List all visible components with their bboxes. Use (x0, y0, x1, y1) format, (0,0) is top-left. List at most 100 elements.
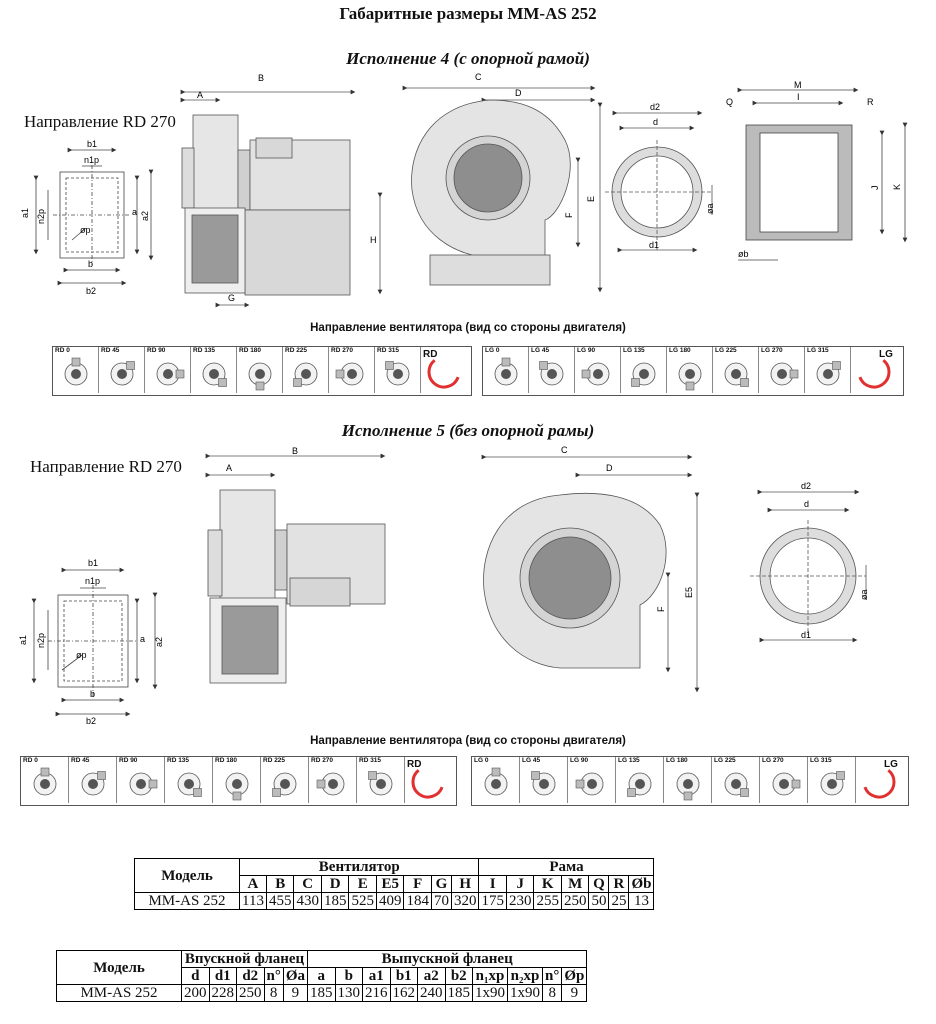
dim-G-v4: G (228, 293, 235, 303)
dim-b2-v4: b2 (86, 286, 96, 296)
direction-label: LG 315 (810, 757, 832, 764)
dim-n1p-v4: n1p (84, 155, 99, 165)
fan-direction-icon (248, 362, 272, 391)
value-cell: 1x90 (472, 984, 509, 1002)
dim-d1-v4: d1 (649, 240, 659, 250)
direction-label: LG 90 (570, 757, 589, 764)
fan-direction-icon (316, 772, 345, 796)
fan-direction-icon (539, 361, 564, 386)
dim-n1p-v5: n1p (85, 576, 100, 586)
column-header: K (533, 875, 562, 893)
direction-label: LG 0 (474, 757, 489, 764)
rd-direction-cell: RD 315 (375, 347, 421, 393)
fan-direction-icon (494, 357, 518, 386)
value-cell: 162 (389, 984, 419, 1002)
direction-label: RD 180 (239, 347, 262, 354)
value-cell: 200 (181, 984, 210, 1002)
dim-H-v4: H (370, 235, 377, 245)
inlet-flange-drawing-v5 (750, 489, 867, 643)
dim-K-v4: K (892, 184, 902, 190)
frame-drawing-v4 (737, 87, 908, 261)
dim-D-v5: D (606, 463, 613, 473)
column-header: n₂xp (507, 967, 544, 985)
fan-direction-icon (676, 772, 700, 801)
side-view-drawing-v5 (205, 453, 386, 684)
fan-direction-icon (110, 361, 135, 386)
dim-a1-v4: a1 (20, 208, 30, 218)
dim-b2-v5: b2 (86, 716, 96, 726)
lg-direction-cell: LG 270 (760, 757, 808, 803)
fan-direction-icon (531, 771, 556, 796)
direction-label: RD 0 (55, 347, 70, 354)
direction-label: LG 180 (666, 757, 688, 764)
column-header: a (307, 967, 336, 985)
value-cell: 320 (450, 892, 480, 910)
lg-rotation-symbol: LG (856, 757, 902, 803)
direction-label: LG 45 (522, 757, 541, 764)
dim-E5-v5: E5 (684, 587, 694, 598)
dim-n2p-v4: n2p (36, 209, 46, 224)
value-cell: 230 (505, 892, 535, 910)
value-cell: 175 (478, 892, 507, 910)
outlet-flange-drawing-v4 (33, 147, 154, 286)
direction-label: RD 90 (147, 347, 166, 354)
value-cell: 184 (403, 892, 432, 910)
column-header: b1 (389, 967, 419, 985)
direction-label: LG 270 (762, 757, 784, 764)
rd-symbol-text: RD (423, 349, 438, 360)
rd-direction-cell: RD 0 (21, 757, 69, 803)
direction-label: RD 270 (311, 757, 334, 764)
fan-direction-icon (484, 767, 508, 796)
fan-direction-icon (64, 357, 88, 386)
dim-B-v4: B (258, 73, 264, 83)
direction-label: RD 90 (119, 757, 138, 764)
fan-direction-icon (202, 362, 227, 387)
fan-direction-icon (627, 772, 652, 797)
value-cell: 216 (362, 984, 391, 1002)
fan-direction-icon (385, 361, 410, 386)
value-cell: 130 (334, 984, 364, 1002)
inlet-flange-drawing-v4 (605, 110, 713, 253)
value-cell: 525 (348, 892, 377, 910)
table2-outlet-group-header: Выпускной фланец (307, 950, 588, 968)
dim-d1-v5: d1 (801, 630, 811, 640)
value-cell: 8 (263, 984, 284, 1002)
rotation-arrow-icon (427, 359, 460, 389)
lg-direction-cell: LG 225 (713, 347, 759, 393)
direction-label: LG 45 (531, 347, 550, 354)
rd-symbol-text: RD (407, 759, 422, 770)
version5-strip-heading: Направление вентилятора (вид со стороны … (310, 735, 626, 747)
rd-rotation-symbol: RD (405, 757, 451, 803)
version4-strip-heading: Направление вентилятора (вид со стороны … (310, 322, 626, 334)
fan-direction-icon (177, 772, 202, 797)
column-header: Øa (282, 967, 309, 985)
fan-direction-icon (81, 771, 106, 796)
column-header: Øp (561, 967, 588, 985)
version5-subtitle: Исполнение 5 (без опорной рамы) (341, 421, 595, 440)
fan-direction-icon (225, 772, 249, 801)
lg-direction-cell: LG 135 (621, 347, 667, 393)
dim-n2p-v5: n2p (36, 633, 46, 648)
fan-direction-icon (293, 362, 318, 387)
column-header: n° (542, 967, 563, 985)
rd-direction-cell: RD 90 (145, 347, 191, 393)
fan-direction-icon (581, 362, 610, 386)
dim-Q-v4: Q (726, 97, 733, 107)
fan-direction-icon (575, 772, 604, 796)
column-header: a1 (362, 967, 391, 985)
direction-label: LG 225 (714, 757, 736, 764)
dim-D-v4: D (515, 88, 522, 98)
value-cell: 1x90 (507, 984, 544, 1002)
lg-direction-cell: LG 45 (529, 347, 575, 393)
value-cell: 228 (208, 984, 237, 1002)
column-header: n₁xp (472, 967, 509, 985)
dim-M-v4: M (794, 80, 802, 90)
dim-a-v4: a (132, 207, 137, 217)
value-cell: 185 (320, 892, 350, 910)
rd-direction-cell: RD 225 (283, 347, 329, 393)
column-header: I (478, 875, 507, 893)
fan-direction-icon (724, 362, 749, 387)
lg-direction-cell: LG 135 (616, 757, 664, 803)
column-header: b2 (444, 967, 474, 985)
